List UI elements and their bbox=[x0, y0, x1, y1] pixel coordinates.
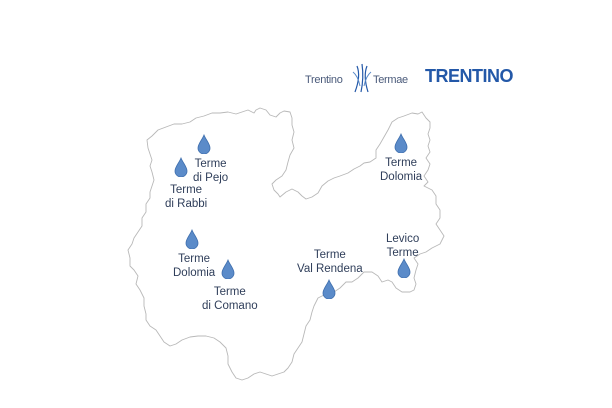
water-drop-icon[interactable] bbox=[322, 279, 336, 299]
trentino-termae-logo: Trentino Termae bbox=[305, 62, 417, 96]
region-border bbox=[127, 107, 445, 381]
spa-label-dolomia-north[interactable]: Terme Dolomia bbox=[380, 157, 423, 183]
spa-label-val-rendena[interactable]: Terme Val Rendena bbox=[297, 249, 363, 275]
logo-text-trentino: Trentino bbox=[305, 74, 343, 86]
spa-label-rabbi[interactable]: Terme di Rabbi bbox=[165, 184, 208, 210]
spa-label-pejo[interactable]: Terme di Pejo bbox=[193, 158, 229, 184]
wave-emblem-icon bbox=[352, 63, 372, 93]
spa-label-dolomia-west[interactable]: Terme Dolomia bbox=[173, 253, 216, 279]
trentino-brand-logo: TRENTINO bbox=[425, 66, 514, 86]
water-drop-icon[interactable] bbox=[174, 157, 188, 177]
water-drop-icon[interactable] bbox=[185, 229, 199, 249]
water-drop-icon[interactable] bbox=[197, 134, 211, 154]
spa-label-comano[interactable]: Terme di Comano bbox=[202, 286, 258, 312]
water-drop-icon[interactable] bbox=[394, 133, 408, 153]
spa-label-levico[interactable]: Levico Terme bbox=[386, 233, 420, 259]
logo-text-termae: Termae bbox=[373, 74, 408, 86]
water-drop-icon[interactable] bbox=[397, 258, 411, 278]
water-drop-icon[interactable] bbox=[221, 259, 235, 279]
